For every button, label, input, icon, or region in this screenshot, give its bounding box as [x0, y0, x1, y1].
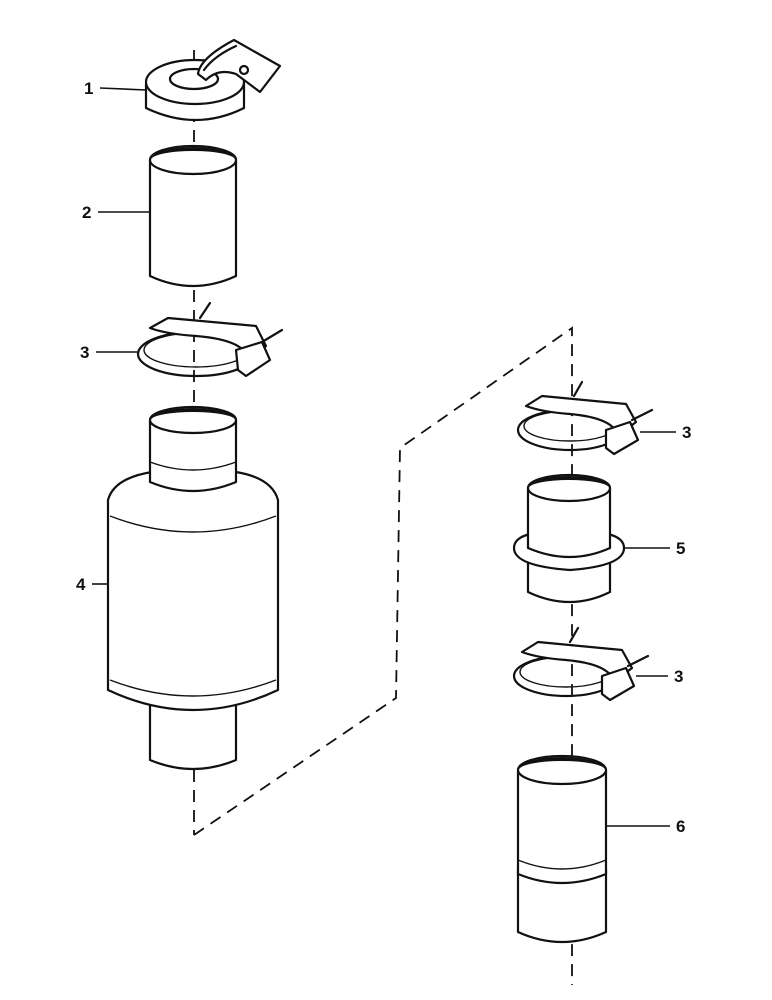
callouts: 1 2 3 4 3 5 3 6 [76, 79, 691, 836]
part-clamp-right-lower [512, 626, 650, 702]
part-clamp-right-upper [516, 380, 654, 456]
callout-5: 5 [676, 539, 685, 558]
part-clamp-left [136, 301, 284, 378]
callout-6: 6 [676, 817, 685, 836]
callout-3-left: 3 [80, 343, 89, 362]
leader-1 [99, 87, 147, 91]
leader-lines [92, 87, 676, 827]
part-tube [148, 144, 238, 288]
callout-2: 2 [82, 203, 91, 222]
callout-3-right-lower: 3 [674, 667, 683, 686]
callout-4: 4 [76, 575, 86, 594]
part-cap [144, 38, 282, 122]
part-coupling-sleeve [512, 473, 626, 604]
callout-1: 1 [84, 79, 93, 98]
callout-3-right-upper: 3 [682, 423, 691, 442]
part-stepped-tube [516, 754, 608, 944]
part-canister [106, 405, 280, 771]
